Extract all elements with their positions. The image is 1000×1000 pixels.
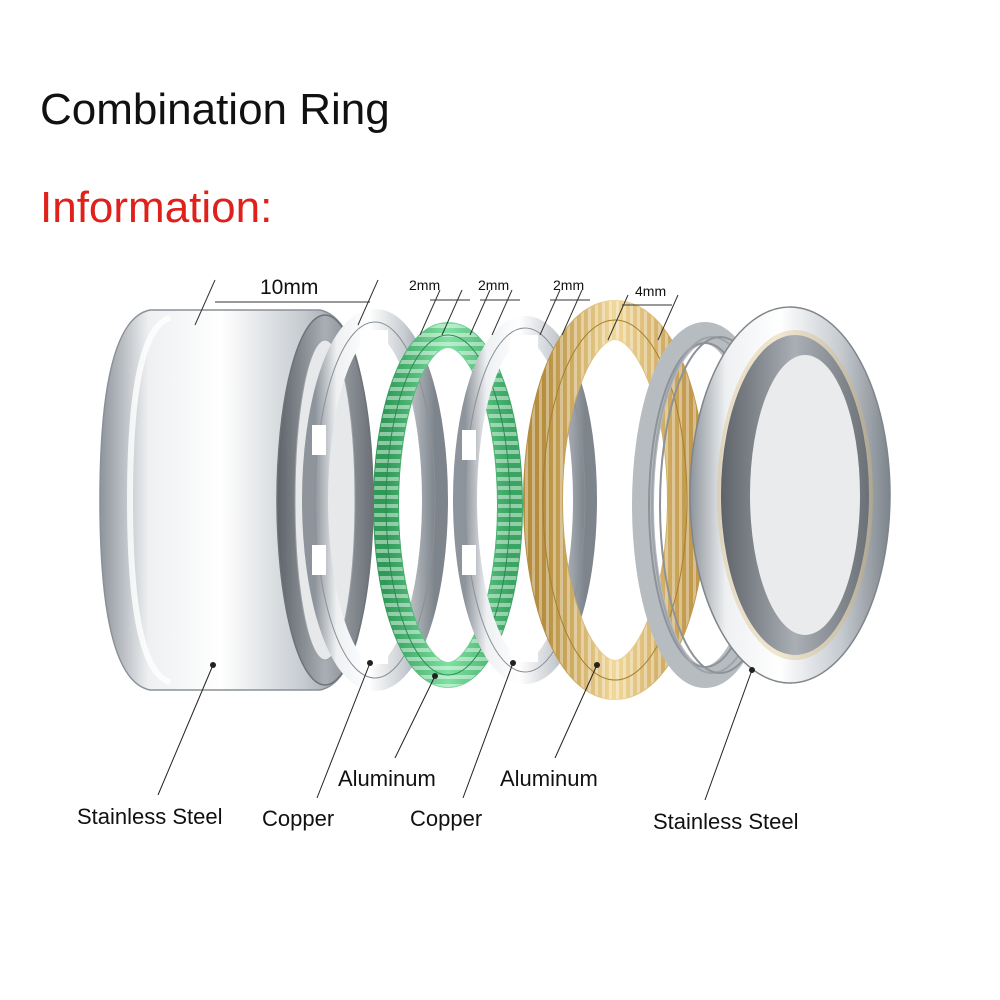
dimension-lines bbox=[194, 279, 679, 341]
dimension-10mm: 10mm bbox=[260, 276, 319, 299]
label-copper-right: Copper bbox=[410, 806, 483, 831]
ring-aluminum-left bbox=[373, 322, 523, 688]
ring-aluminum-right bbox=[523, 300, 707, 700]
label-stainless-steel-right: Stainless Steel bbox=[653, 809, 799, 834]
leader-dots bbox=[210, 660, 755, 679]
ring-stainless-steel-right bbox=[632, 306, 891, 688]
label-stainless-steel-left: Stainless Steel bbox=[77, 804, 223, 829]
dimension-2mm-first: 2mm bbox=[409, 277, 441, 293]
label-aluminum-right: Aluminum bbox=[500, 766, 598, 791]
dimension-2mm-third: 2mm bbox=[553, 277, 585, 293]
info-heading: Information: bbox=[40, 183, 273, 232]
label-copper-left: Copper bbox=[262, 806, 335, 831]
ring-copper-left bbox=[302, 309, 448, 691]
leader-lines bbox=[157, 662, 753, 801]
label-aluminum-left: Aluminum bbox=[338, 766, 436, 791]
dimension-4mm: 4mm bbox=[635, 283, 667, 299]
page-title: Combination Ring bbox=[40, 85, 390, 134]
ring-copper-right bbox=[453, 316, 597, 684]
dimension-2mm-second: 2mm bbox=[478, 277, 510, 293]
